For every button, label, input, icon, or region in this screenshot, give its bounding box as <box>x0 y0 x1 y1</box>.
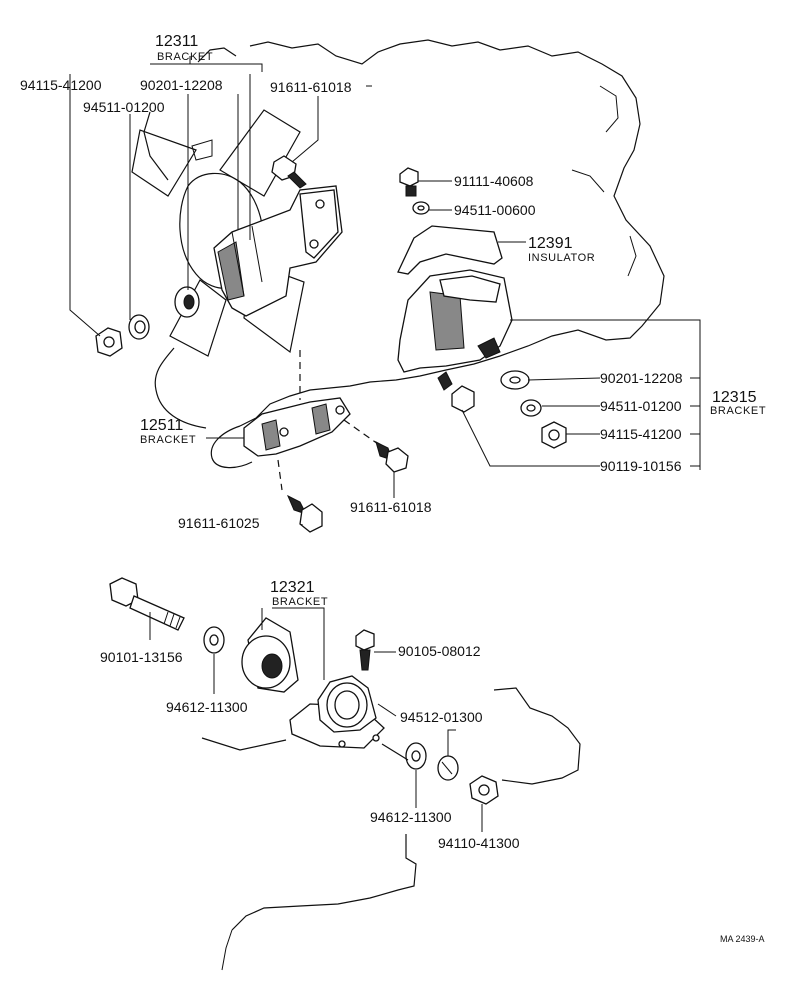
label-91611-61025: 91611-61025 <box>178 515 260 531</box>
label-90201-12208-top: 90201-12208 <box>140 77 223 93</box>
label-90105-08012: 90105-08012 <box>398 643 481 659</box>
alignment-line-12511-down <box>277 459 283 491</box>
lock-washer-94512-01300[interactable] <box>437 755 459 781</box>
label-94511-00600: 94511-00600 <box>454 202 536 218</box>
washer-94612-11300-bottom[interactable] <box>405 742 427 770</box>
label-94511-01200-right: 94511-01200 <box>600 398 682 414</box>
bolt-90119-10156[interactable] <box>437 371 475 413</box>
label-12311-name: BRACKET <box>157 51 213 63</box>
label-91111-40608: 91111-40608 <box>454 173 534 189</box>
engine-outline <box>239 39 665 427</box>
washer-90201-12208-top[interactable] <box>174 286 200 318</box>
label-94612-11300-bottom: 94612-11300 <box>370 809 452 825</box>
nut-94115-41200-right[interactable] <box>541 421 567 449</box>
bracket-12511[interactable] <box>243 397 351 457</box>
label-12321-name: BRACKET <box>272 596 328 608</box>
figure-code: MA 2439-A <box>720 934 765 944</box>
label-12311-number: 12311 <box>155 33 198 50</box>
bracket-12311[interactable] <box>213 185 343 317</box>
nut-94110-41300[interactable] <box>469 775 499 805</box>
label-91611-61018-mid: 91611-61018 <box>350 499 432 515</box>
engine-outline-left <box>154 347 207 429</box>
label-94110-41300: 94110-41300 <box>438 835 520 851</box>
bolt-91611-61018-mid[interactable] <box>375 441 409 473</box>
label-12391-number: 12391 <box>528 235 573 252</box>
label-90101-13156: 90101-13156 <box>100 649 183 665</box>
bolt-90105-08012[interactable] <box>355 629 375 671</box>
washer-94612-11300-left[interactable] <box>203 626 225 654</box>
label-12511-number: 12511 <box>140 417 183 434</box>
label-90201-12208-right: 90201-12208 <box>600 370 683 386</box>
bushing-12321-front[interactable] <box>241 617 299 693</box>
leader-lines <box>69 56 701 832</box>
bolt-91111-40608[interactable] <box>399 167 419 197</box>
frame-outline-tail <box>221 929 233 971</box>
label-90119-10156: 90119-10156 <box>600 458 682 474</box>
alignment-line-12511-right <box>343 419 379 445</box>
frame-outline-bottom <box>231 834 417 931</box>
label-94115-41200-top: 94115-41200 <box>20 77 102 93</box>
nut-94115-41200-top[interactable] <box>95 327 123 357</box>
label-94511-01200-top: 94511-01200 <box>83 99 165 115</box>
lock-washer-94511-01200-top[interactable] <box>128 314 150 340</box>
frame-outline-lower <box>201 687 581 785</box>
lock-washer-94511-00600[interactable] <box>412 201 430 215</box>
label-12391-name: INSULATOR <box>528 252 595 264</box>
label-91611-61018-top: 91611-61018 <box>270 79 352 95</box>
engine-upper-left <box>143 47 237 181</box>
engine-outline-lower <box>210 425 253 469</box>
label-94612-11300-left: 94612-11300 <box>166 699 248 715</box>
bracket-12315[interactable] <box>397 269 513 373</box>
bolt-90101-13156[interactable] <box>109 577 185 631</box>
bolt-91611-61025[interactable] <box>287 494 323 533</box>
washer-90201-12208-right[interactable] <box>500 370 530 390</box>
bolt-91611-61018-top[interactable] <box>271 155 307 189</box>
label-12321-number: 12321 <box>270 579 315 596</box>
label-12511-name: BRACKET <box>140 434 196 446</box>
bracket-12321[interactable] <box>289 675 385 749</box>
insulator-12391[interactable] <box>397 225 503 275</box>
label-94512-01300: 94512-01300 <box>400 709 483 725</box>
label-12315-number: 12315 <box>712 389 757 406</box>
label-94115-41200-right: 94115-41200 <box>600 426 682 442</box>
label-12315-name: BRACKET <box>710 405 766 417</box>
engine-inner-curve <box>571 85 637 277</box>
lock-washer-94511-01200-right[interactable] <box>520 399 542 417</box>
